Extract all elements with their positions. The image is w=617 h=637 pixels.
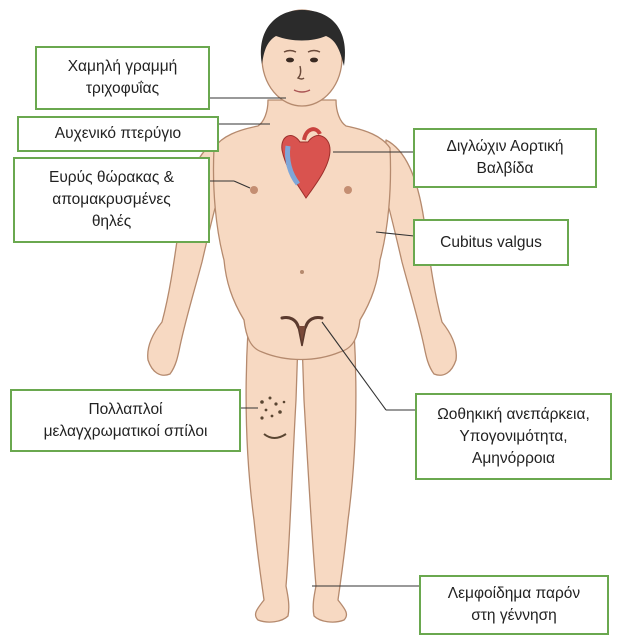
left-leg (246, 330, 298, 622)
label-line: Ωοθηκική ανεπάρκεια, (437, 404, 590, 426)
label-line: τριχοφυΐας (86, 78, 159, 100)
navel (300, 270, 304, 274)
label-line: Αμηνόρροια (472, 448, 555, 470)
label-line: Cubitus valgus (440, 232, 542, 254)
label-bicuspid-aortic-valve: Διγλώχιν Αορτική Βαλβίδα (413, 128, 597, 188)
label-line: Υπογονιμότητα, (459, 426, 567, 448)
label-line: Βαλβίδα (477, 158, 534, 180)
label-ovarian-failure: Ωοθηκική ανεπάρκεια, Υπογονιμότητα, Αμην… (415, 393, 612, 480)
label-webbed-neck: Αυχενικό πτερύγιο (17, 116, 219, 152)
label-line: μελαγχρωματικοί σπίλοι (44, 421, 208, 443)
right-leg (302, 330, 356, 622)
label-line: Διγλώχιν Αορτική (446, 136, 563, 158)
label-line: Ευρύς θώρακας & (49, 167, 174, 189)
label-broad-chest: Ευρύς θώρακας & απομακρυσμένες θηλές (13, 157, 210, 243)
label-line: Πολλαπλοί (88, 399, 162, 421)
label-cubitus-valgus: Cubitus valgus (413, 219, 569, 266)
torso (213, 100, 390, 360)
label-pigmented-nevi: Πολλαπλοί μελαγχρωματικοί σπίλοι (10, 389, 241, 452)
left-nipple (250, 186, 258, 194)
label-line: Λεμφοίδημα παρόν (448, 583, 580, 605)
label-line: απομακρυσμένες (52, 189, 171, 211)
label-line: θηλές (92, 211, 131, 233)
label-low-hairline: Χαμηλή γραμμή τριχοφυΐας (35, 46, 210, 110)
label-congenital-lymphedema: Λεμφοίδημα παρόν στη γέννηση (419, 575, 609, 635)
label-line: στη γέννηση (471, 605, 557, 627)
label-line: Χαμηλή γραμμή (68, 56, 178, 78)
label-line: Αυχενικό πτερύγιο (55, 123, 181, 145)
right-nipple (344, 186, 352, 194)
